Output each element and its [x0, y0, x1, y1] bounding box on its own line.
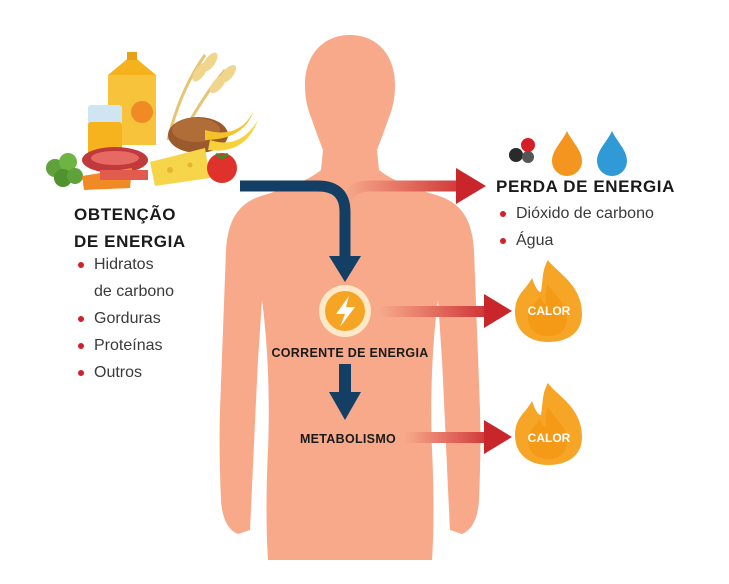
metabolism-arrowhead	[329, 392, 361, 420]
list-item: Gorduras	[74, 305, 174, 332]
list-item: Hidratos de carbono	[74, 251, 174, 305]
bullet-dot	[78, 343, 84, 349]
heat-arrow-top	[377, 306, 487, 317]
metabolism-arrow-shaft	[339, 364, 351, 394]
list-item: Proteínas	[74, 332, 174, 359]
list-item-label: Dióxido de carbono	[516, 205, 654, 222]
heat-arrowhead-bottom	[484, 420, 512, 454]
heat-label-bottom: CALOR	[528, 431, 571, 445]
bullet-dot	[500, 211, 506, 217]
list-item-label: Gorduras	[94, 310, 161, 327]
heat-arrow-bottom	[405, 432, 487, 443]
energy-current-label: CORRENTE DE ENERGIA	[271, 346, 428, 360]
lightning-bolt-icon	[319, 285, 371, 337]
intake-arrowhead	[329, 256, 361, 282]
heat-label-top: CALOR	[528, 304, 571, 318]
list-item: Outros	[74, 359, 174, 386]
energy-gain-list: Hidratos de carbono Gorduras Proteínas O…	[74, 251, 174, 386]
bullet-dot	[78, 370, 84, 376]
flame-icon	[515, 383, 582, 465]
co2-molecule-icon	[509, 138, 535, 163]
energy-gain-title-line2: DE ENERGIA	[74, 232, 186, 251]
flame-icon	[515, 260, 582, 342]
loss-arrowhead	[456, 168, 486, 204]
orange-drop-icon	[552, 131, 582, 176]
list-item-label: Proteínas	[94, 337, 163, 354]
bullet-dot	[78, 316, 84, 322]
list-item: Água	[496, 227, 654, 254]
list-item: Dióxido de carbono	[496, 200, 654, 227]
energy-gain-title-line1: OBTENÇÃO	[74, 205, 177, 224]
intake-arrow	[240, 180, 351, 258]
metabolism-label: METABOLISMO	[300, 432, 396, 446]
list-item-label: Água	[516, 232, 554, 249]
bullet-dot	[500, 238, 506, 244]
energy-loss-title: PERDA DE ENERGIA	[496, 177, 675, 196]
bullet-dot	[78, 262, 84, 268]
food-group-icon	[46, 52, 258, 190]
energy-gain-title: OBTENÇÃO DE ENERGIA	[74, 201, 186, 255]
list-item-label: Hidratos	[94, 256, 154, 273]
heat-arrowhead-top	[484, 294, 512, 328]
list-item-label: Outros	[94, 364, 143, 381]
energy-loss-list: Dióxido de carbono Água	[496, 200, 654, 254]
blue-drop-icon	[597, 131, 627, 176]
list-item-label-cont: de carbono	[94, 283, 175, 300]
